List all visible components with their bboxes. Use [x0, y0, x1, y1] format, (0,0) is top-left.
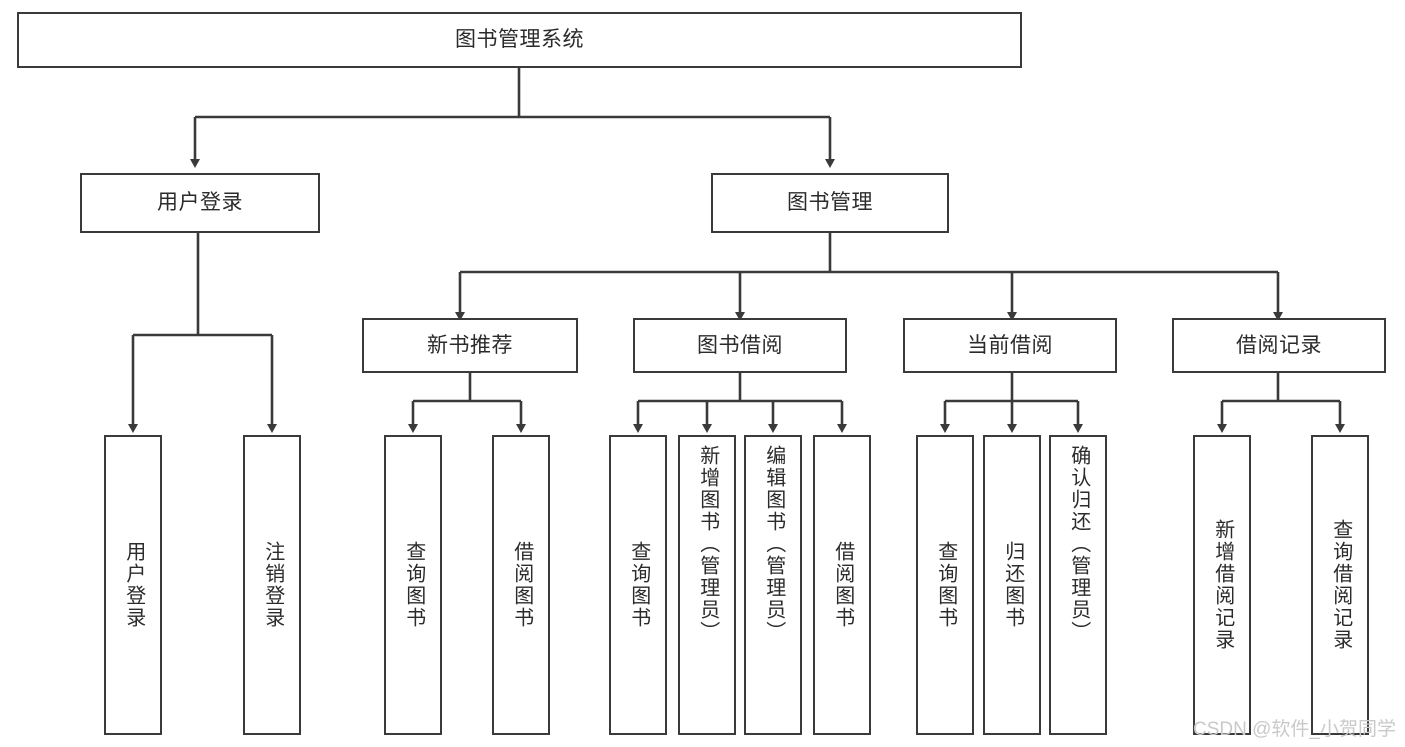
node-label: 确认归还（管理员）	[1067, 445, 1090, 643]
node-label: 借阅记录	[1236, 333, 1322, 357]
node-label: 借阅图书	[831, 541, 854, 629]
node-label: 借阅图书	[510, 541, 533, 629]
leaf-user-logout[interactable]: 注销登录	[243, 435, 301, 735]
node-label: 编辑图书（管理员）	[762, 445, 785, 643]
leaf-query-book-borrow[interactable]: 查询图书	[609, 435, 667, 735]
node-book-management[interactable]: 图书管理	[711, 173, 949, 233]
watermark: CSDN @软件_小贺同学	[1193, 719, 1396, 740]
leaf-add-borrow-record[interactable]: 新增借阅记录	[1193, 435, 1251, 735]
leaf-query-book-recommend[interactable]: 查询图书	[384, 435, 442, 735]
node-borrow-records[interactable]: 借阅记录	[1172, 318, 1386, 373]
leaf-borrow-book[interactable]: 借阅图书	[813, 435, 871, 735]
node-label: 归还图书	[1001, 541, 1024, 629]
node-label: 查询图书	[627, 541, 650, 629]
node-new-book-recommend[interactable]: 新书推荐	[362, 318, 578, 373]
node-root-system[interactable]: 图书管理系统	[17, 12, 1022, 68]
node-label: 查询图书	[934, 541, 957, 629]
node-label: 图书借阅	[697, 333, 783, 357]
node-label: 图书管理系统	[455, 28, 584, 52]
node-current-borrow[interactable]: 当前借阅	[903, 318, 1117, 373]
leaf-edit-book-admin[interactable]: 编辑图书（管理员）	[744, 435, 802, 735]
node-label: 注销登录	[261, 541, 284, 629]
node-label: 用户登录	[122, 541, 145, 629]
leaf-add-book-admin[interactable]: 新增图书（管理员）	[678, 435, 736, 735]
leaf-query-borrow-record[interactable]: 查询借阅记录	[1311, 435, 1369, 735]
node-label: 新增图书（管理员）	[696, 445, 719, 643]
node-label: 查询图书	[402, 541, 425, 629]
leaf-user-login[interactable]: 用户登录	[104, 435, 162, 735]
leaf-query-book-current[interactable]: 查询图书	[916, 435, 974, 735]
node-label: 用户登录	[157, 191, 243, 215]
node-book-borrow[interactable]: 图书借阅	[633, 318, 847, 373]
node-label: 新书推荐	[427, 333, 513, 357]
node-label: 新增借阅记录	[1211, 519, 1234, 651]
node-label: 当前借阅	[967, 333, 1053, 357]
node-label: 查询借阅记录	[1329, 519, 1352, 651]
leaf-confirm-return-admin[interactable]: 确认归还（管理员）	[1049, 435, 1107, 735]
node-user-login[interactable]: 用户登录	[80, 173, 320, 233]
leaf-return-book[interactable]: 归还图书	[983, 435, 1041, 735]
leaf-borrow-book-recommend[interactable]: 借阅图书	[492, 435, 550, 735]
node-label: 图书管理	[787, 191, 873, 215]
